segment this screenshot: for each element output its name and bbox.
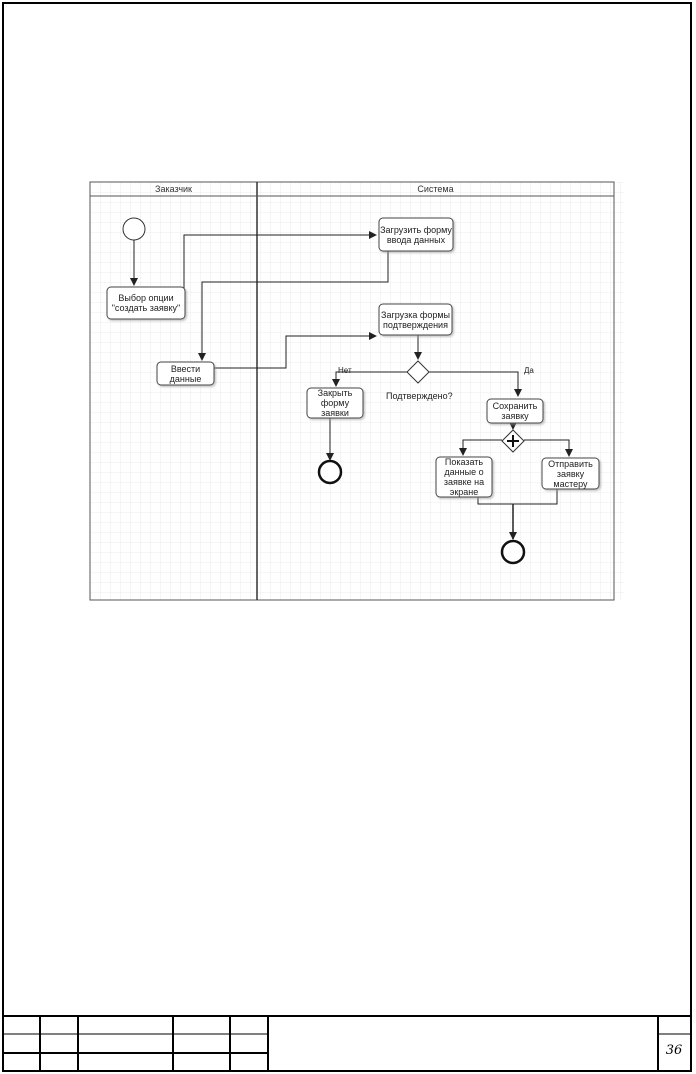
decision-label: Подтверждено? <box>386 391 453 401</box>
node-select-option <box>106 286 186 320</box>
edge-fork-to-show <box>459 439 502 456</box>
node-send-master <box>541 457 600 490</box>
lane-title-customer: Заказчик <box>155 184 192 194</box>
stamp-block-lines <box>2 1015 692 1072</box>
end-node-completed <box>500 539 526 565</box>
node-save-request <box>486 398 544 424</box>
node-load-confirm <box>378 303 453 336</box>
plus-icon <box>507 435 519 447</box>
start-node <box>122 217 146 241</box>
node-show-data <box>435 456 493 498</box>
edge-decision-no <box>332 371 407 387</box>
edge-decision-yes <box>429 371 522 397</box>
decision-yes-label: Да <box>524 366 534 375</box>
edge-send-to-merge <box>513 489 558 505</box>
end-node-rejected <box>317 459 343 485</box>
lane-title-system: Система <box>417 184 454 194</box>
decision-no-label: Нет <box>338 366 352 375</box>
node-close-form <box>306 387 364 419</box>
edge-enter-to-confirm <box>214 332 377 369</box>
edge-select-to-load-form <box>183 231 377 290</box>
decision-diamond <box>406 360 430 384</box>
edge-load-form-to-enter <box>198 251 389 361</box>
edge-fork-to-send <box>524 439 573 457</box>
edge-show-to-merge <box>477 497 513 505</box>
node-load-form <box>378 217 454 252</box>
node-enter-data <box>156 361 215 386</box>
page-number: 36 <box>665 1043 683 1058</box>
